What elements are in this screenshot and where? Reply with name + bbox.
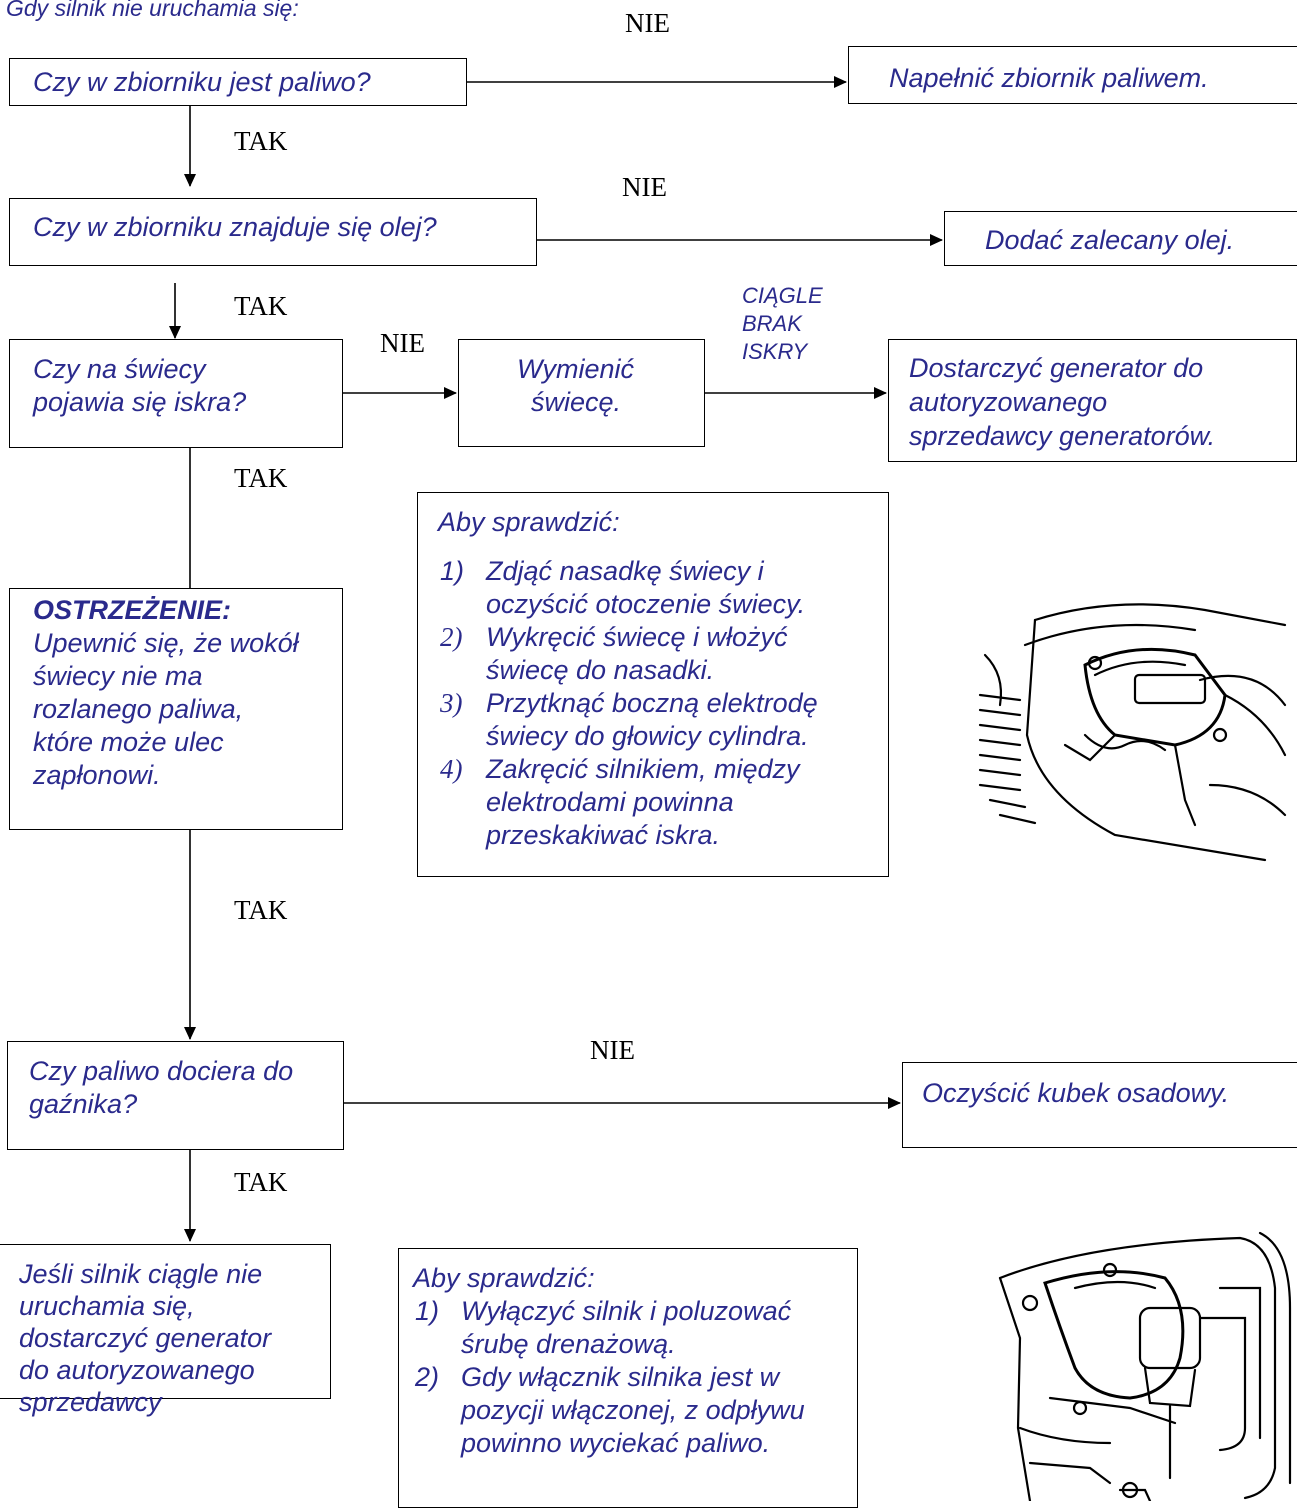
action-fill-fuel: Napełnić zbiornik paliwem. bbox=[848, 46, 1297, 104]
label-no: NIE bbox=[590, 1035, 635, 1065]
action-add-oil: Dodać zalecany olej. bbox=[944, 211, 1297, 266]
label-yes: TAK bbox=[234, 291, 288, 321]
label-no: NIE bbox=[380, 328, 425, 358]
question-carburetor: Czy paliwo dociera do gaźnika? bbox=[7, 1041, 344, 1150]
label-yes: TAK bbox=[234, 1167, 288, 1197]
warning-box: OSTRZEŻENIE: Upewnić się, że wokół świec… bbox=[9, 588, 343, 830]
label-yes: TAK bbox=[234, 895, 288, 925]
page-header: Gdy silnik nie uruchamia się: bbox=[6, 0, 299, 21]
label-no: NIE bbox=[625, 8, 670, 38]
label-spark-still-missing: CIĄGLE BRAK ISKRY bbox=[742, 283, 823, 364]
label-yes: TAK bbox=[234, 463, 288, 493]
question-spark: Czy na świecy pojawia się iskra? bbox=[9, 339, 343, 448]
warning-title: OSTRZEŻENIE: bbox=[33, 595, 232, 625]
check-title: Aby sprawdzić: bbox=[413, 1263, 595, 1293]
action-replace-plug: Wymienić świecę. bbox=[458, 339, 705, 447]
check-title: Aby sprawdzić: bbox=[438, 507, 620, 537]
question-oil: Czy w zbiorniku znajduje się olej? bbox=[9, 198, 537, 266]
question-fuel: Czy w zbiorniku jest paliwo? bbox=[9, 58, 467, 106]
label-no: NIE bbox=[622, 172, 667, 202]
spark-plug-illustration bbox=[978, 603, 1287, 862]
action-deliver-dealer: Dostarczyć generator do autoryzowanego s… bbox=[888, 339, 1297, 462]
fuel-check-instructions: Aby sprawdzić: 1)Wyłączyć silnik i poluz… bbox=[398, 1248, 858, 1508]
action-clean-cup: Oczyścić kubek osadowy. bbox=[902, 1062, 1297, 1148]
sediment-cup-illustration bbox=[998, 1231, 1292, 1501]
final-action: Jeśli silnik ciągle nie uruchamia się, d… bbox=[0, 1244, 331, 1417]
label-yes: TAK bbox=[234, 126, 288, 156]
